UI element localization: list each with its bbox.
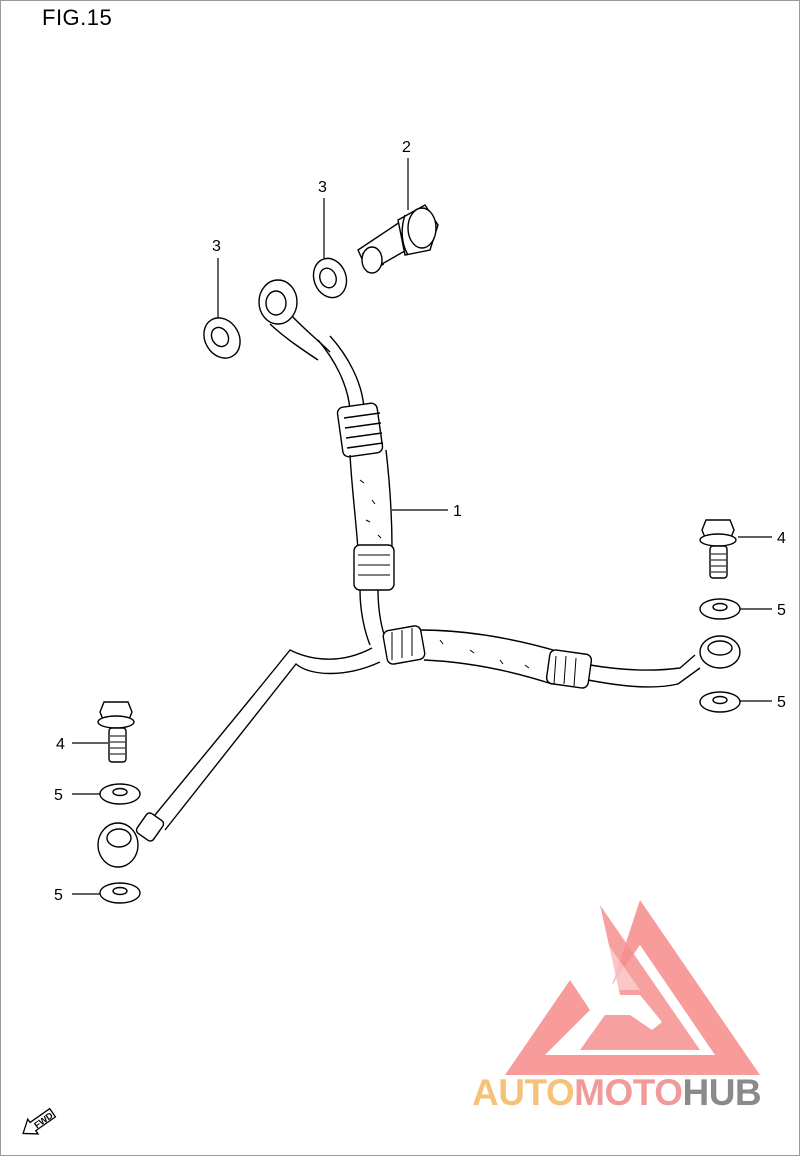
watermark-logo: [505, 900, 760, 1075]
callout-5-right-upper: 5: [777, 602, 786, 619]
callout-1: 1: [453, 503, 462, 520]
callout-3-left: 3: [212, 238, 221, 255]
watermark-auto: AUTO: [472, 1072, 575, 1113]
bolt-left: [97, 701, 135, 763]
callout-4-right: 4: [777, 530, 786, 547]
callout-3-upper: 3: [318, 179, 327, 196]
washer-right-lower: [699, 691, 741, 713]
figure-title: FIG.15: [42, 5, 113, 30]
brake-hose-assembly: [97, 279, 741, 868]
callout-4-left: 4: [56, 736, 65, 753]
callout-5-left-upper: 5: [54, 787, 63, 804]
washer-left-lower: [99, 882, 141, 904]
callout-5-right-lower: 5: [777, 694, 786, 711]
bolt-right: [699, 519, 737, 579]
watermark-hub: HUB: [682, 1072, 762, 1113]
union-bolt: [357, 204, 439, 274]
leader-lines: [72, 158, 772, 895]
callout-2: 2: [402, 139, 411, 156]
watermark-moto: MOTO: [574, 1072, 683, 1113]
gasket-left: [203, 317, 241, 359]
washer-right-upper: [699, 598, 741, 620]
watermark-text: AUTOMOTOHUB: [472, 1072, 762, 1114]
washer-left-upper: [99, 783, 141, 805]
fwd-arrow-icon: FWD: [22, 1107, 57, 1135]
gasket-upper: [312, 257, 348, 299]
callout-5-left-lower: 5: [54, 887, 63, 904]
